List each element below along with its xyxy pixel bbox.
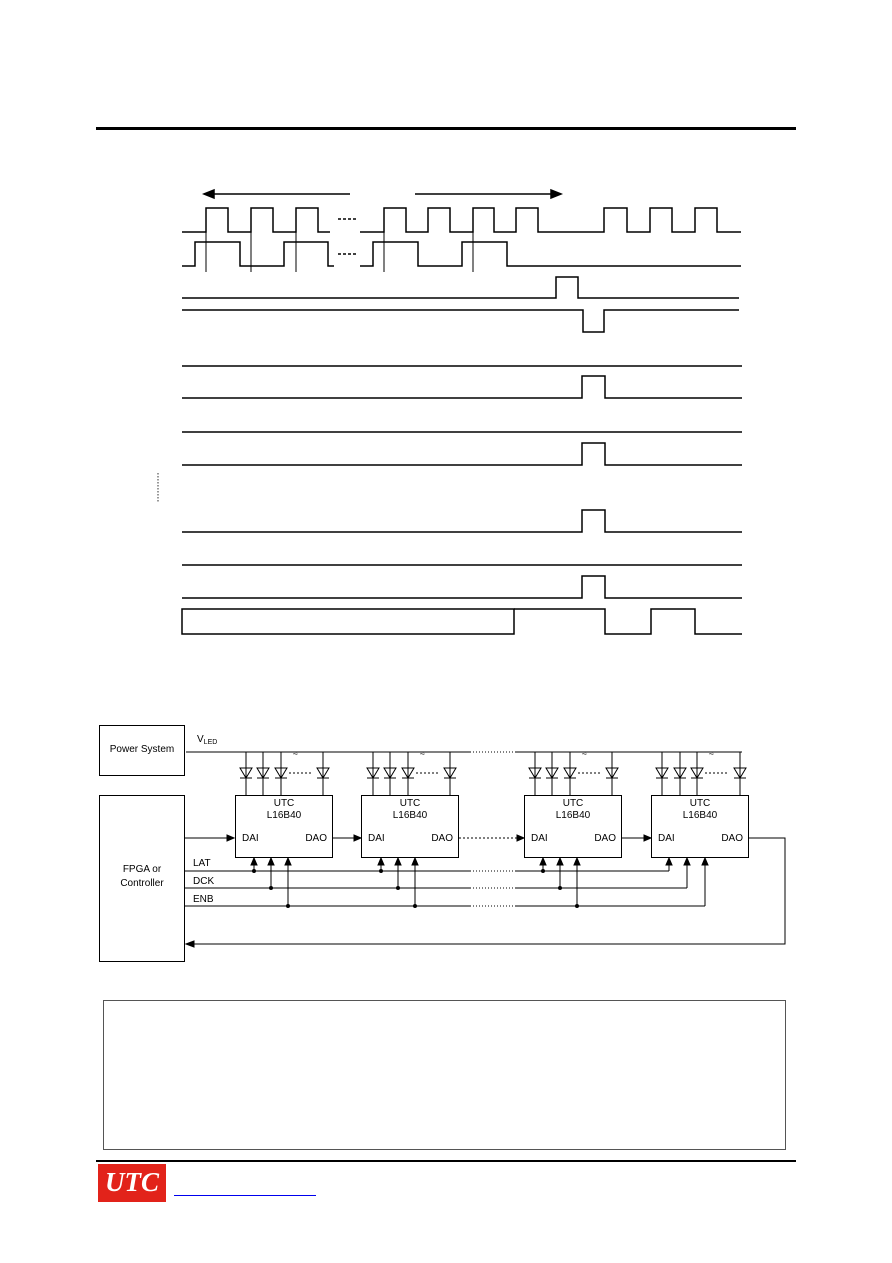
notes-box [103,1000,786,1150]
power-system-block: Power System [99,725,185,776]
waveform-latch [182,276,739,299]
svg-text:≈: ≈ [709,748,714,758]
chip-output-pin: DAO [721,833,743,844]
waveform-clock-2b [360,241,741,267]
chip-input-pin: DAI [242,833,259,844]
svg-text:≈: ≈ [420,748,425,758]
chip-output-pin: DAO [305,833,327,844]
led-group-2 [366,752,457,795]
led-group-1 [239,752,330,795]
svg-text:≈: ≈ [293,748,298,758]
controller-label-line1: FPGA or [122,864,162,875]
led-group-4 [655,752,747,795]
chip-input-pin: DAI [658,833,675,844]
driver-chip-2: UTC L16B40 DAI DAO [361,795,459,858]
arrow-left-head [201,188,215,200]
chip-brand: UTC [689,798,711,809]
chip-model: L16B40 [266,810,302,821]
waveform-enable [514,608,742,635]
vled-label: VLED [197,734,217,746]
driver-chip-4: UTC L16B40 DAI DAO [651,795,749,858]
led-group-3 [528,752,619,795]
header-rule [96,127,796,130]
chip-output-pin: DAO [431,833,453,844]
dck-label: DCK [193,876,215,887]
waveform-out-4 [182,575,742,599]
driver-chip-1: UTC L16B40 DAI DAO [235,795,333,858]
power-system-label: Power System [109,744,175,755]
chip-model: L16B40 [682,810,718,821]
vled-prefix: V [197,734,204,745]
chip-input-pin: DAI [368,833,385,844]
return-path [188,837,786,945]
controller-label-line2: Controller [120,878,164,889]
chip-input-pin: DAI [531,833,548,844]
waveform-clock-2 [182,241,334,267]
driver-chip-3: UTC L16B40 DAI DAO [524,795,622,858]
arrow-right-head [550,188,564,200]
waveform-clock-1 [182,207,330,233]
timing-diagram [157,188,742,635]
waveform-clock-1b [360,207,741,233]
chip-model: L16B40 [392,810,428,821]
controller-block: FPGA or Controller [99,795,185,962]
chip-brand: UTC [562,798,584,809]
waveform-out-1 [182,375,742,399]
chip-brand: UTC [273,798,295,809]
svg-text:≈: ≈ [582,748,587,758]
footer-rule [96,1160,796,1162]
chip-output-pin: DAO [594,833,616,844]
waveform-out-3 [182,509,742,533]
vled-subscript: LED [203,739,218,746]
waveform-out-2 [182,442,742,466]
footer-link[interactable] [174,1194,316,1196]
chip-brand: UTC [399,798,421,809]
waveform-latch-inverted [182,309,739,333]
application-circuit: ≈ ≈ ≈ ≈ [184,748,786,948]
waveform-bus [181,608,515,635]
utc-logo: UTC [96,1162,168,1204]
chip-model: L16B40 [555,810,591,821]
enb-label: ENB [193,894,214,905]
lat-label: LAT [193,858,211,869]
